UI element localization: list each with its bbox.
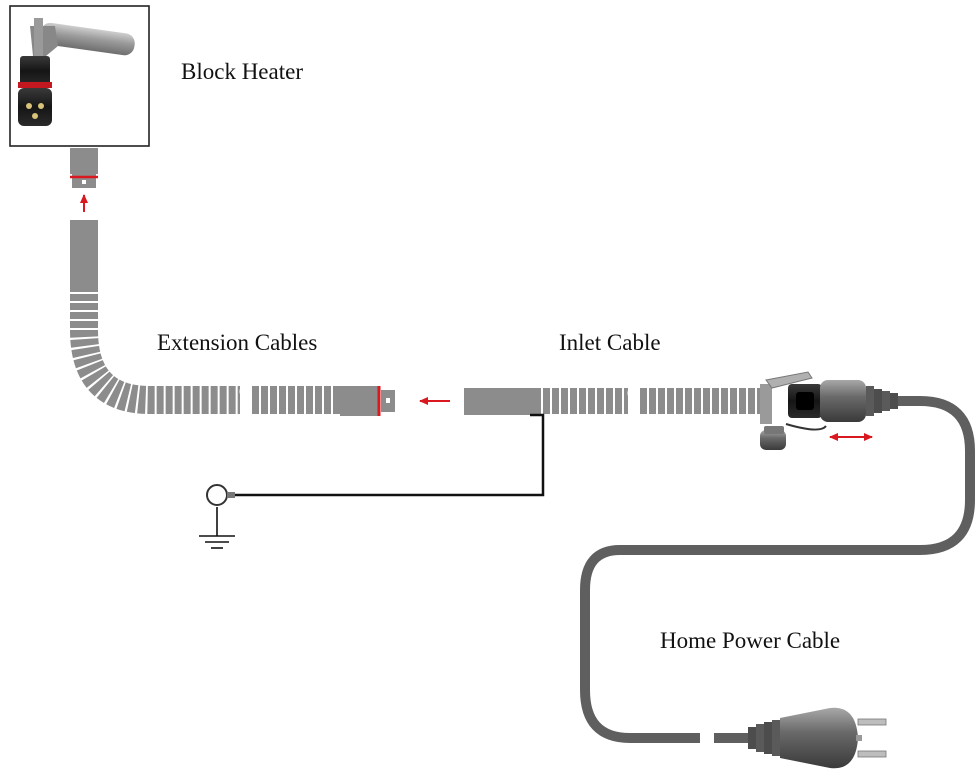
extension-cable bbox=[70, 220, 395, 416]
ground-symbol-icon bbox=[199, 507, 235, 549]
extension-cables-label: Extension Cables bbox=[157, 330, 318, 355]
ground-wire bbox=[206, 413, 545, 506]
heater-connector-stub bbox=[70, 148, 98, 188]
inlet-cable-label: Inlet Cable bbox=[559, 330, 661, 355]
schuko-plug-icon bbox=[748, 707, 887, 769]
inlet-socket-icon bbox=[760, 371, 898, 450]
home-power-cable bbox=[580, 396, 975, 747]
block-heater-icon bbox=[9, 5, 150, 147]
inlet-cable bbox=[464, 387, 760, 416]
block-heater-label: Block Heater bbox=[181, 59, 303, 84]
ring-terminal-icon bbox=[206, 484, 228, 506]
home-power-cable-label: Home Power Cable bbox=[660, 628, 841, 653]
